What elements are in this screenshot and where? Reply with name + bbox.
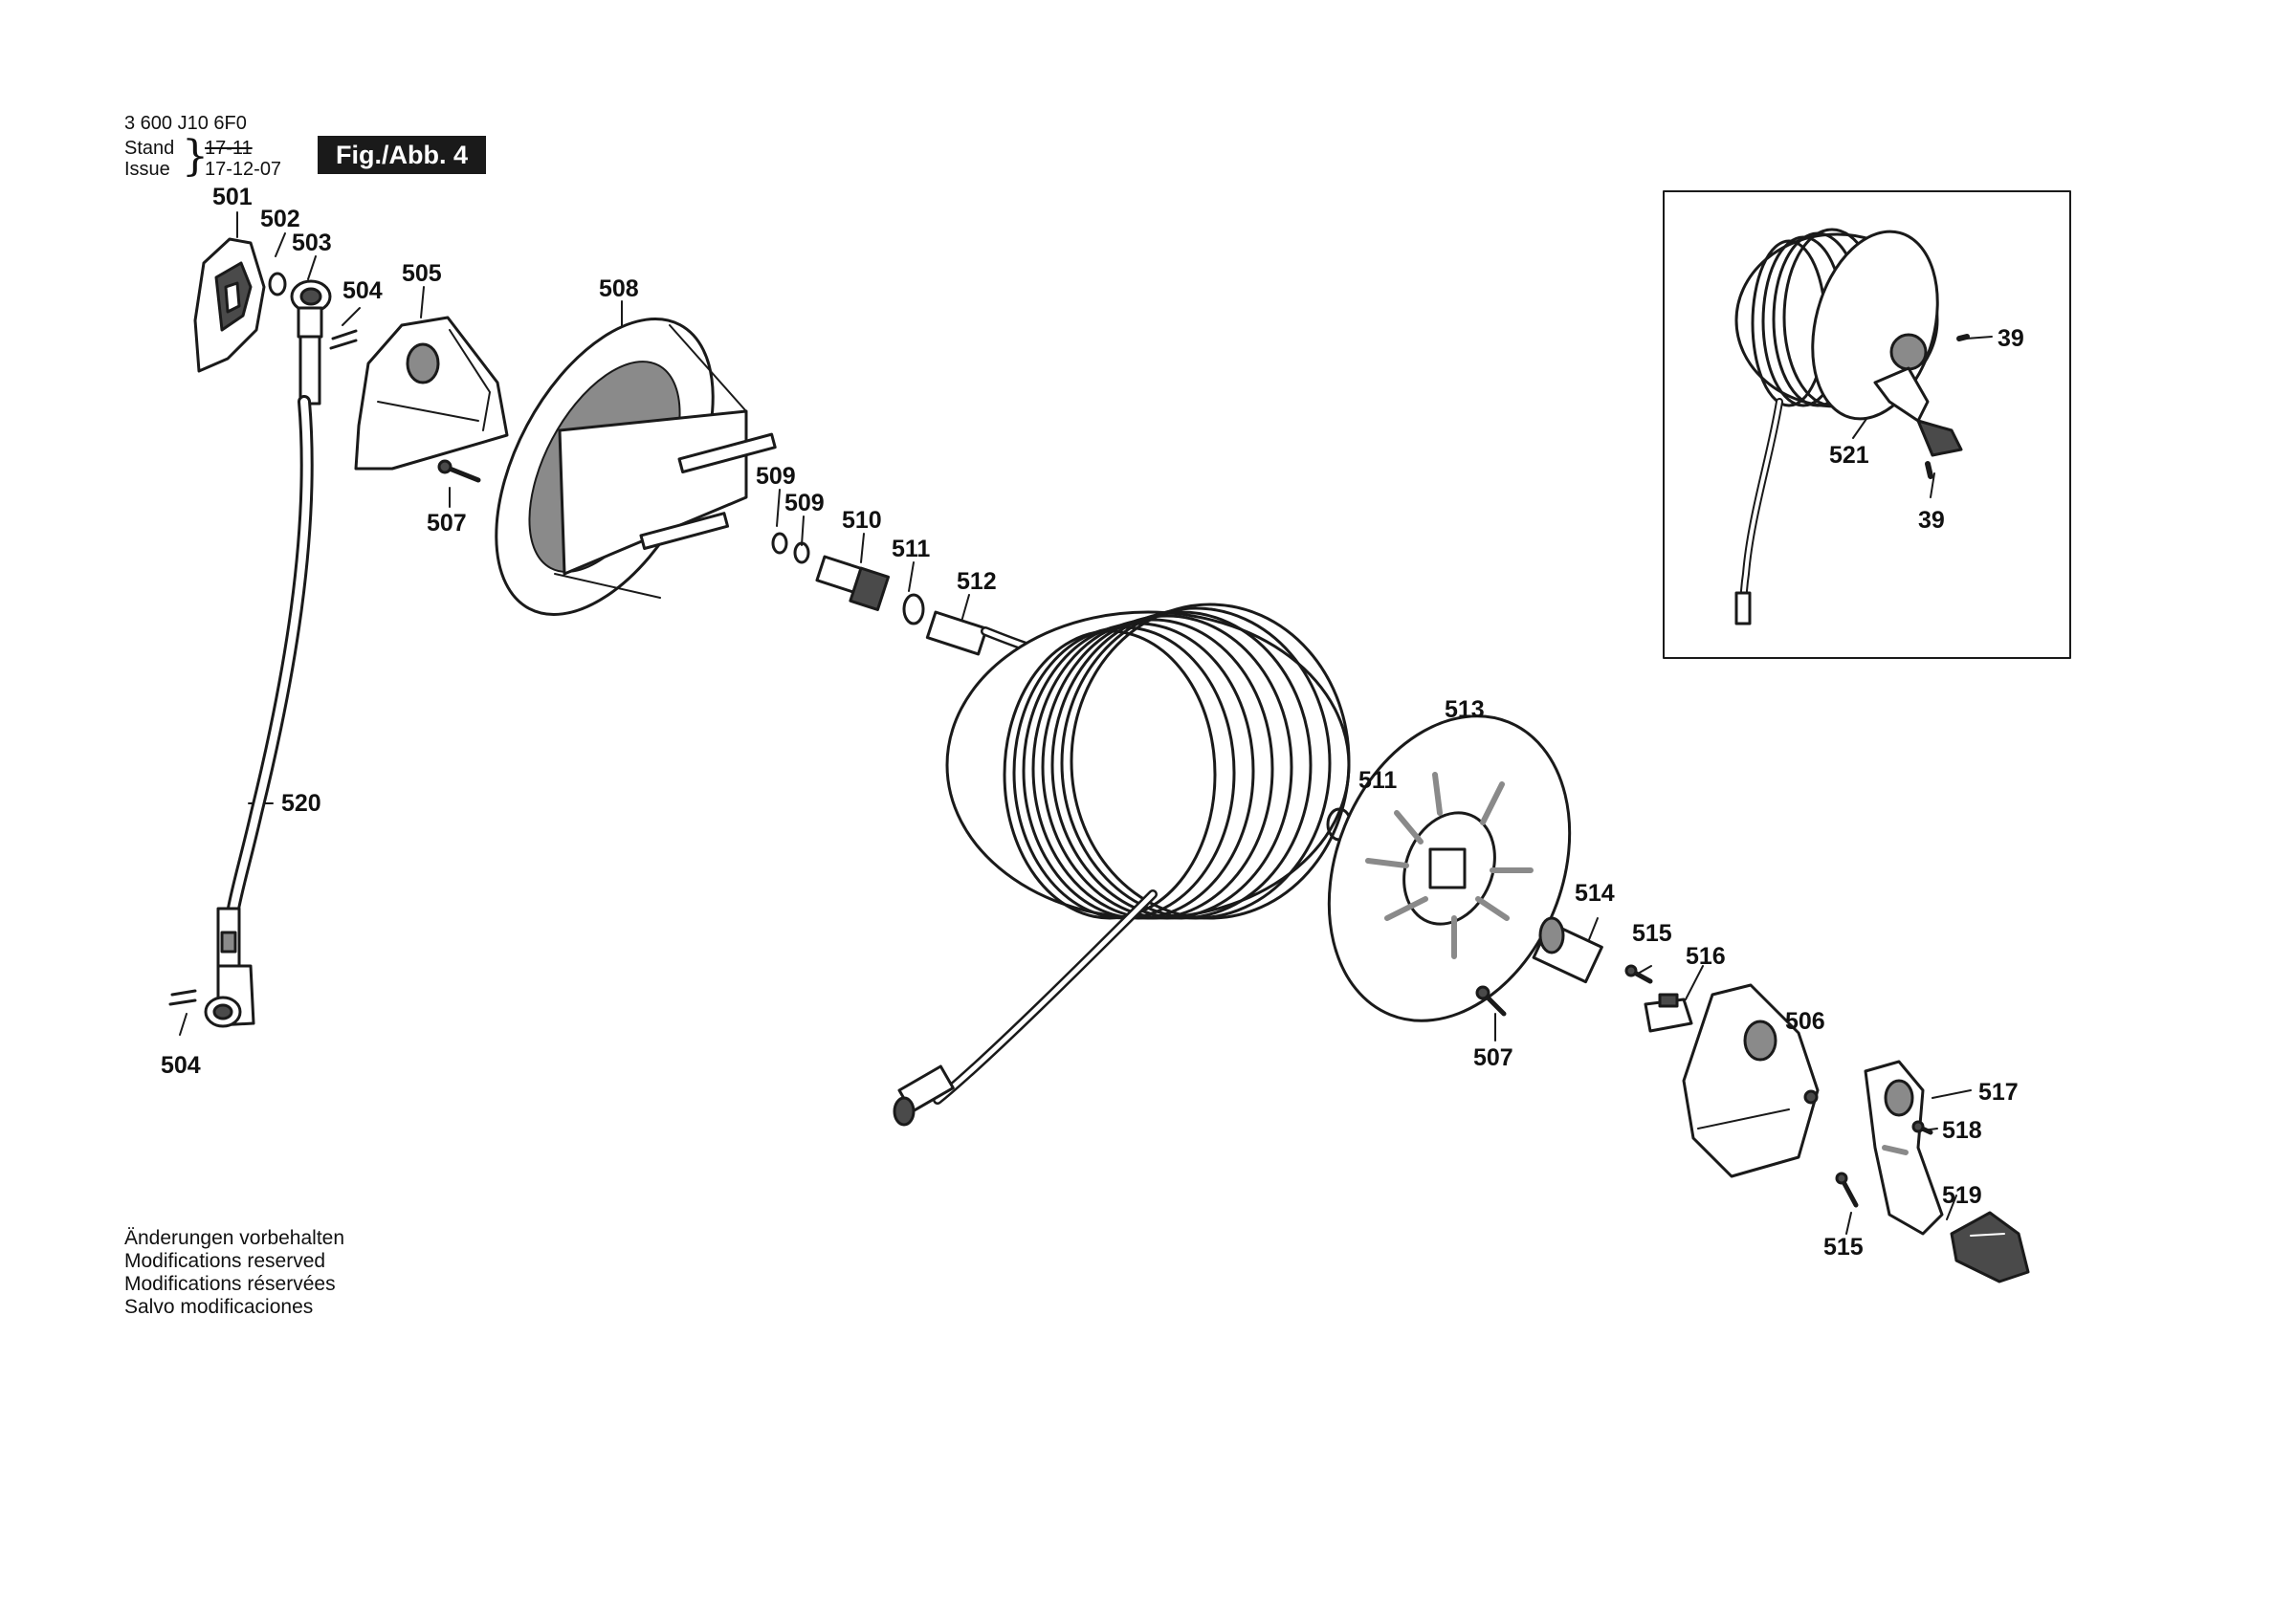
modification-notes: Änderungen vorbehalten Modifications res… xyxy=(124,1227,344,1319)
callout-501: 501 xyxy=(212,184,253,210)
figure-label: Fig./Abb. 4 xyxy=(318,136,486,174)
part-507-screw-upper xyxy=(437,459,481,483)
part-511-o-ring-upper xyxy=(902,593,925,625)
part-517-crank-arm xyxy=(1864,1060,1944,1236)
callout-521: 521 xyxy=(1829,442,1869,469)
note-spanish: Salvo modificaciones xyxy=(124,1296,314,1318)
callout-515-lower: 515 xyxy=(1823,1234,1864,1261)
callout-505: 505 xyxy=(402,260,442,287)
callout-39-a: 39 xyxy=(1998,325,2024,352)
document-code: 3 600 J10 6F0 xyxy=(124,113,247,134)
callout-519: 519 xyxy=(1942,1182,1982,1209)
stand-label: Stand xyxy=(124,138,175,159)
part-502-o-ring xyxy=(268,272,287,296)
callout-516: 516 xyxy=(1686,943,1726,970)
part-515-screw-upper xyxy=(1624,964,1653,984)
callout-514: 514 xyxy=(1575,880,1615,907)
callout-517: 517 xyxy=(1978,1079,2019,1106)
callout-506: 506 xyxy=(1785,1008,1825,1035)
part-506-housing xyxy=(1682,983,1820,1178)
inset-frame xyxy=(1663,190,2071,659)
part-lower-elbow xyxy=(204,964,255,1028)
part-503-elbow xyxy=(290,279,332,339)
part-518-screw xyxy=(1911,1120,1933,1135)
note-german: Änderungen vorbehalten xyxy=(124,1227,345,1249)
part-510-swivel xyxy=(815,555,891,612)
callout-507-lower: 507 xyxy=(1473,1044,1513,1071)
part-504-clip-bottom xyxy=(168,989,197,1006)
note-english: Modifications reserved xyxy=(124,1250,326,1272)
part-519-knob xyxy=(1950,1211,2030,1283)
callout-39-b: 39 xyxy=(1918,507,1945,534)
callout-510: 510 xyxy=(842,507,882,534)
callout-515-upper: 515 xyxy=(1632,920,1672,947)
callout-503: 503 xyxy=(292,230,332,256)
part-521-assembled-reel xyxy=(1734,228,1963,625)
callout-511-upper: 511 xyxy=(892,536,931,562)
callout-502: 502 xyxy=(260,206,300,232)
part-516-latch xyxy=(1644,993,1693,1033)
part-513-side-plate xyxy=(1327,714,1572,1022)
part-39-screw-a xyxy=(1956,334,1970,341)
note-french: Modifications réservées xyxy=(124,1273,336,1295)
callout-511-lower: 511 xyxy=(1358,767,1398,794)
callout-509-b: 509 xyxy=(784,490,825,516)
callout-507-upper: 507 xyxy=(427,510,467,537)
callout-504-bottom: 504 xyxy=(161,1052,201,1079)
part-520-hose xyxy=(216,335,321,968)
part-512-hose-coil xyxy=(893,603,1351,1127)
part-39-screw-b xyxy=(1925,461,1933,479)
brace-icon: } xyxy=(182,132,209,181)
leader-lines xyxy=(179,211,1993,1235)
part-509-o-ring-b xyxy=(793,541,810,564)
part-514-bushing xyxy=(1532,916,1603,984)
part-501-bracket xyxy=(193,237,266,373)
part-504-clip-top xyxy=(329,329,358,350)
callout-518: 518 xyxy=(1942,1117,1982,1144)
stand-value: 17-11 xyxy=(205,138,253,159)
part-505-bracket xyxy=(354,316,509,471)
callout-512: 512 xyxy=(957,568,997,595)
callout-508: 508 xyxy=(599,275,639,302)
part-507-screw-lower xyxy=(1475,985,1507,1017)
callout-520: 520 xyxy=(281,790,321,817)
callout-504-top: 504 xyxy=(342,277,383,304)
issue-value: 17-12-07 xyxy=(205,159,282,180)
part-508-drum xyxy=(495,318,777,616)
callout-509-a: 509 xyxy=(756,463,796,490)
part-509-o-ring-a xyxy=(771,532,788,555)
callout-513: 513 xyxy=(1445,696,1485,723)
part-515-screw-lower xyxy=(1835,1172,1859,1208)
issue-label: Issue xyxy=(124,159,170,180)
